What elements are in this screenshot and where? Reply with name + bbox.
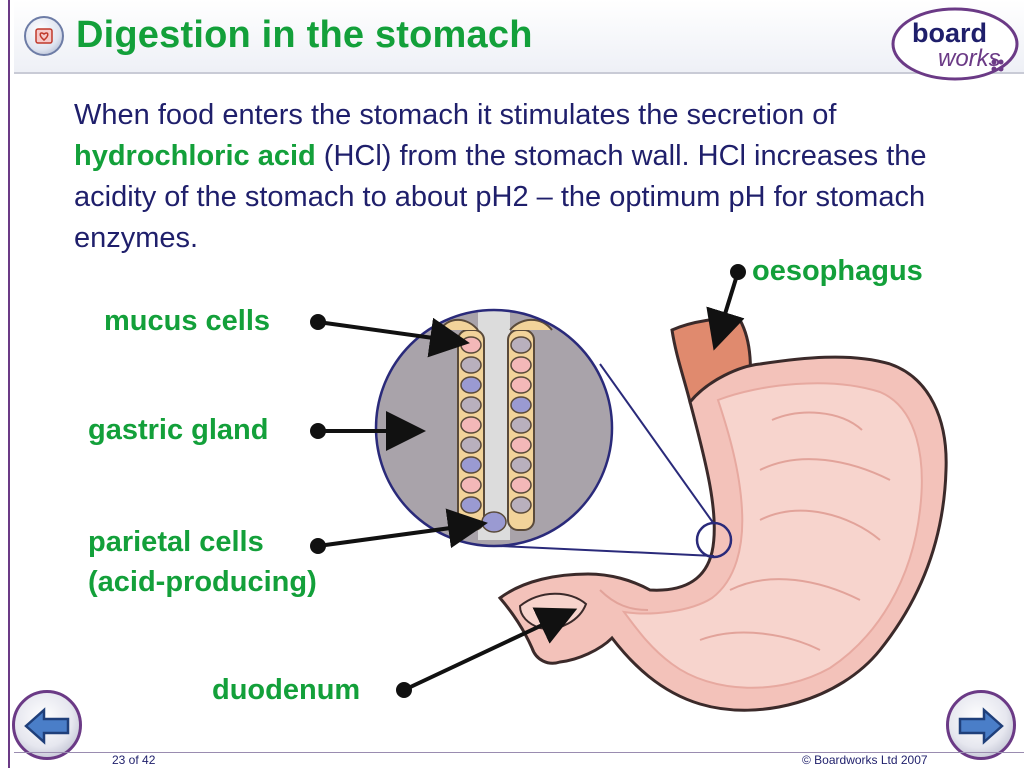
back-button[interactable] — [12, 690, 82, 760]
page-title: Digestion in the stomach — [76, 14, 533, 56]
slide-counter: 23 of 42 — [112, 753, 156, 767]
copyright-notice: © Boardworks Ltd 2007 — [802, 753, 928, 767]
stomach-inner-lining — [621, 382, 923, 689]
label-parietal-cells: parietal cells — [88, 526, 264, 558]
back-arrow-icon — [24, 707, 70, 745]
label-gastric-gland: gastric gland — [88, 414, 269, 446]
intro-term-hydrochloric-acid: hydrochloric acid — [74, 140, 316, 172]
intro-text-2: (HCl) from the stomach wall. HCl increas… — [74, 140, 927, 254]
logo-text-board: board — [912, 18, 987, 48]
label-duodenum: duodenum — [212, 674, 361, 706]
gastric-gland-magnifier — [376, 310, 612, 546]
label-pointers — [310, 264, 746, 698]
title-bar — [14, 0, 1024, 74]
boardworks-logo: board works — [891, 7, 1019, 81]
forward-arrow-icon — [958, 707, 1004, 745]
forward-button[interactable] — [946, 690, 1016, 760]
intro-paragraph: When food enters the stomach it stimulat… — [74, 95, 954, 259]
label-mucus-cells: mucus cells — [104, 305, 271, 337]
intro-text-1: When food enters the stomach it stimulat… — [74, 99, 837, 131]
label-acid-producing: (acid-producing) — [88, 566, 317, 598]
footer-rule — [14, 752, 1024, 753]
label-oesophagus: oesophagus — [752, 255, 923, 287]
logo-text-works: works — [938, 45, 1001, 72]
left-frame-rule — [8, 0, 10, 768]
slide-icon — [24, 16, 64, 56]
